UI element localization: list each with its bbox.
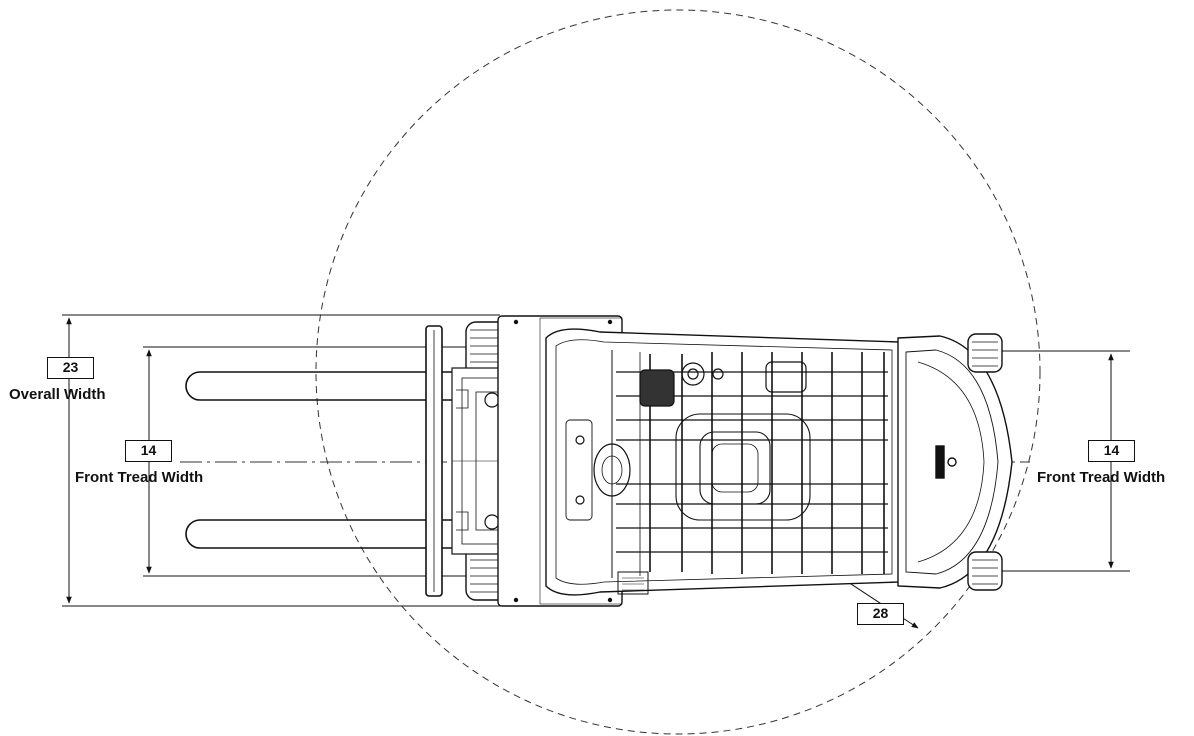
overall-width-number-box: 23 [47,357,94,379]
forklift [185,315,1013,607]
overhead-guard [545,328,901,596]
operator-seat [675,413,811,521]
front-tread-right-number-box: 14 [1088,440,1135,462]
front-tread-right-label: Front Tread Width [1037,469,1166,486]
steering-controls [565,361,807,521]
turning-radius-number-box: 28 [857,603,904,625]
forks [185,371,460,549]
rear-wheels [967,333,1003,591]
guard-grid [616,352,888,574]
turning-radius-circle [315,9,1041,735]
front-tread-left-number-box: 14 [125,440,172,462]
step-plate [617,571,649,595]
front-tread-left-label: Front Tread Width [75,469,204,486]
overall-width-label: Overall Width [9,386,106,403]
counterweight [897,335,1013,589]
